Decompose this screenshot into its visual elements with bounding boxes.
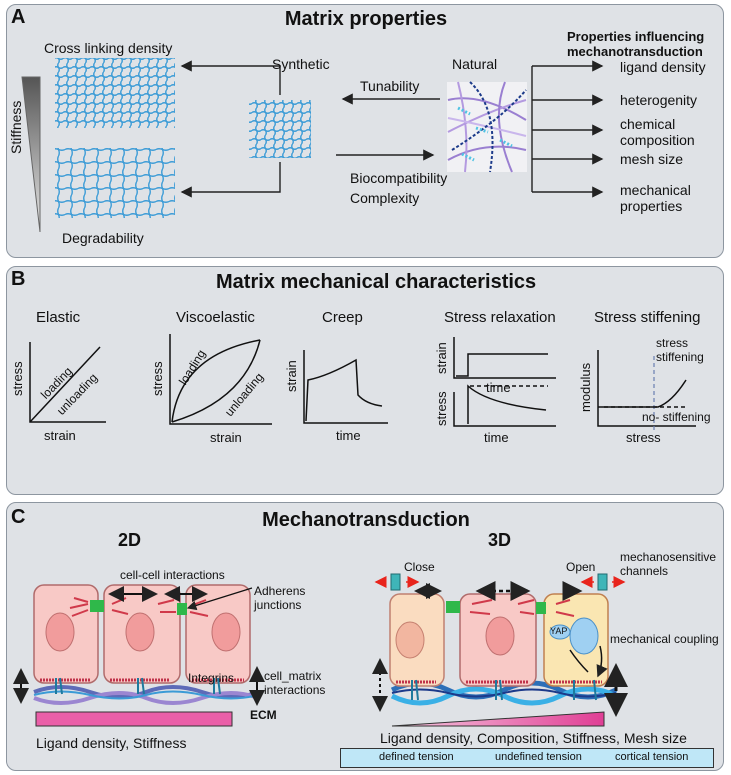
viscoelastic-graph: [169, 334, 272, 425]
adherens-label-2: junctions: [254, 598, 302, 612]
stress-relaxation-graph: [453, 337, 556, 427]
legend-undefined: undefined tension: [495, 751, 582, 763]
cell-matrix-label-1: cell_matrix: [264, 669, 322, 683]
cells-3d: [389, 573, 608, 701]
stiffness-label: Stiffness: [8, 100, 24, 154]
panel-c-title: Mechanotransduction: [262, 509, 470, 531]
viscoelastic-title: Viscoelastic: [176, 309, 255, 326]
ligand-2d-label: Ligand density, Stiffness: [36, 735, 187, 751]
viscoelastic-x-label: strain: [210, 430, 242, 445]
natural-label: Natural: [452, 56, 498, 72]
creep-y-label: strain: [284, 360, 299, 392]
low-crosslink-mesh: [55, 148, 175, 218]
mechanical-coupling-label: mechanical coupling: [610, 632, 719, 646]
relaxation-time-label-1: time: [486, 380, 511, 395]
creep-graph: [303, 350, 388, 424]
close-channel-label: Close: [404, 560, 435, 574]
elastic-y-label: stress: [10, 361, 25, 396]
cross-linking-label: Cross linking density: [44, 40, 173, 56]
panel-c-letter: C: [11, 506, 26, 528]
mechanosensitive-label-1: mechanosensitive: [620, 550, 717, 564]
legend-cortical: cortical tension: [615, 751, 689, 763]
elastic-x-label: strain: [44, 428, 76, 443]
viscoelastic-y-label: stress: [150, 361, 165, 396]
biocompatibility-label: Biocompatibility: [350, 170, 448, 186]
ecm-label: ECM: [250, 708, 277, 722]
yap-label: YAP: [550, 626, 568, 636]
integrins-label: Integrins: [188, 671, 235, 685]
relaxation-strain-label: strain: [434, 342, 449, 374]
label-2d: 2D: [118, 530, 142, 550]
relaxation-time-label-2: time: [484, 430, 509, 445]
ecm-3d: [390, 680, 618, 727]
cell-cell-label: cell-cell interactions: [120, 568, 225, 582]
prop-heterogenity: heterogenity: [620, 92, 698, 108]
high-crosslink-mesh: [55, 58, 175, 128]
open-channel-label: Open: [566, 560, 596, 574]
legend-defined: defined tension: [379, 751, 454, 763]
prop-mechanical: mechanical: [620, 182, 691, 198]
panel-a-arrows: [180, 60, 604, 198]
panel-b-title: Matrix mechanical characteristics: [216, 271, 537, 293]
degradability-label: Degradability: [62, 230, 144, 246]
no-stiffening-label: no- stiffening: [642, 410, 711, 424]
label-3d: 3D: [488, 530, 512, 550]
stress-stiffening-graph: [597, 350, 696, 430]
properties-title-2: mechanotransduction: [567, 44, 703, 59]
prop-chemical: chemical: [620, 116, 676, 132]
ligand-3d-label: Ligand density, Composition, Stiffness, …: [380, 730, 687, 746]
stress-stiffening-title: Stress stiffening: [594, 309, 701, 326]
mechanosensitive-label-2: channels: [620, 564, 669, 578]
relaxation-stress-label: stress: [434, 391, 449, 426]
arrows-2d: [13, 586, 265, 706]
elastic-graph: [29, 342, 106, 423]
panel-a-letter: A: [11, 6, 26, 28]
panel-b: [6, 266, 724, 495]
synthetic-mesh: [249, 100, 311, 158]
stiffening-x-label: stress: [626, 430, 661, 445]
ecm-2d: [33, 685, 259, 727]
cells-2d: [33, 584, 251, 695]
prop-mesh-size: mesh size: [620, 151, 684, 167]
tunability-label: Tunability: [360, 78, 420, 94]
panel-a-title: Matrix properties: [284, 8, 448, 30]
stiffening-label-1: stress: [656, 336, 689, 350]
prop-properties: properties: [620, 198, 683, 214]
creep-x-label: time: [336, 428, 361, 443]
adherens-label-1: Adherens: [254, 584, 306, 598]
stress-relaxation-title: Stress relaxation: [444, 309, 556, 326]
natural-matrix: [447, 81, 527, 173]
cell-matrix-label-2: interactions: [264, 683, 326, 697]
properties-title-1: Properties influencing: [567, 29, 705, 44]
complexity-label: Complexity: [350, 190, 420, 206]
creep-title: Creep: [322, 309, 363, 326]
stiffening-y-label: modulus: [578, 362, 593, 412]
elastic-title: Elastic: [36, 309, 81, 326]
synthetic-label: Synthetic: [272, 56, 330, 72]
arrows-3d: [372, 576, 628, 717]
stiffening-label-2: stiffening: [656, 350, 704, 364]
prop-composition: composition: [620, 132, 695, 148]
tension-legend: defined tension undefined tension cortic…: [340, 748, 714, 768]
prop-ligand-density: ligand density: [620, 59, 706, 75]
panel-b-letter: B: [11, 268, 26, 290]
stiffness-wedge: [21, 76, 41, 233]
